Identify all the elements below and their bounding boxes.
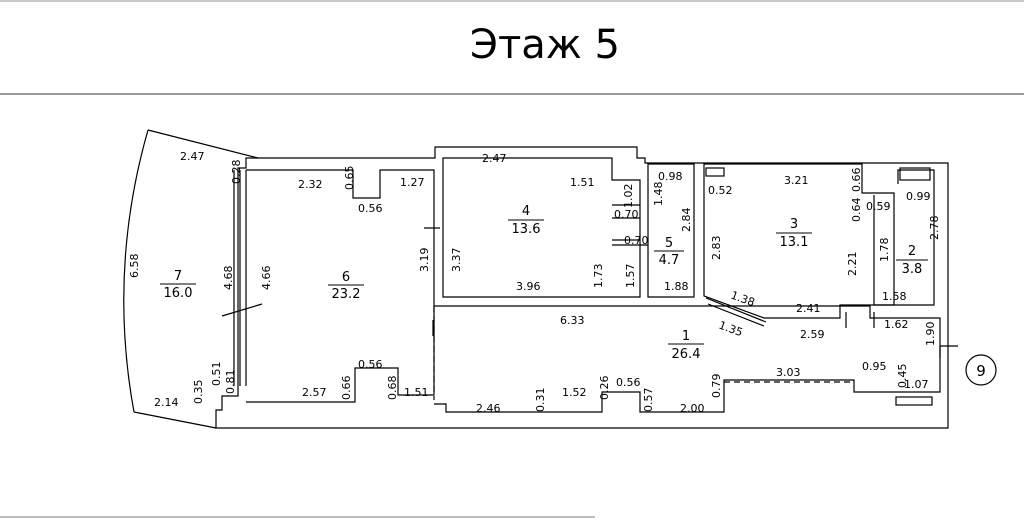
dimension-labels: 2.47 0.28 6.58 4.68 4.66 0.51 0.35 2.14 … — [128, 150, 941, 415]
balcony-glazing — [233, 170, 247, 386]
dim: 3.21 — [784, 174, 809, 187]
room-1-number: 1 — [682, 329, 690, 344]
room-3-window — [705, 297, 767, 327]
dim: 1.51 — [570, 176, 595, 189]
dim: 0.35 — [192, 380, 205, 405]
dim: 2.00 — [680, 402, 705, 415]
dim: 1.73 — [592, 264, 605, 289]
room-6-area: 23.2 — [332, 287, 361, 302]
dim: 0.66 — [850, 168, 863, 193]
dim: 0.26 — [598, 376, 611, 401]
dim: 0.52 — [708, 184, 733, 197]
room-7-outline — [123, 129, 259, 429]
dim: 1.35 — [717, 319, 744, 340]
room-labels: 7 16.0 6 23.2 4 13.6 5 4.7 3 13.1 2 3.8 … — [160, 204, 928, 362]
dim: 0.81 — [224, 370, 237, 395]
room-1-outline — [434, 305, 941, 413]
dim: 1.58 — [882, 290, 907, 303]
dim: 1.62 — [884, 318, 909, 331]
dim: 2.47 — [482, 152, 507, 165]
room-2-outline — [873, 169, 935, 306]
axis-marker-label: 9 — [976, 362, 986, 380]
dim: 6.58 — [128, 254, 141, 279]
dim: 2.84 — [680, 208, 693, 233]
dim: 2.41 — [796, 302, 821, 315]
header-bottom-border — [0, 93, 1024, 95]
dim: 0.79 — [710, 374, 723, 399]
page-title: Этаж 5 — [470, 22, 620, 68]
dim: 1.51 — [404, 386, 429, 399]
dim: 2.57 — [302, 386, 327, 399]
dim: 2.47 — [180, 150, 205, 163]
room-1-dashed — [433, 306, 852, 400]
dim: 0.45 — [896, 364, 909, 389]
dim: 3.03 — [776, 366, 801, 379]
dim: 0.56 — [358, 202, 383, 215]
header: Этаж 5 — [0, 0, 1024, 95]
dim: 1.07 — [904, 378, 929, 391]
room-5-number: 5 — [665, 236, 673, 251]
room-3-area: 13.1 — [780, 235, 809, 250]
room-2-area: 3.8 — [902, 262, 923, 277]
dim: 3.96 — [516, 280, 541, 293]
dim: 4.66 — [260, 266, 273, 291]
room-6-number: 6 — [342, 270, 350, 285]
dim: 1.88 — [664, 280, 689, 293]
dim: 0.57 — [642, 388, 655, 413]
room-3-outline — [703, 163, 895, 319]
room-4-number: 4 — [522, 204, 530, 219]
dim: 0.56 — [616, 376, 641, 389]
dim: 1.52 — [562, 386, 587, 399]
dim: 2.59 — [800, 328, 825, 341]
dim: 2.14 — [154, 396, 179, 409]
dim: 3.37 — [450, 248, 463, 273]
dim: 0.99 — [906, 190, 931, 203]
dim: 1.27 — [400, 176, 425, 189]
room-5-outline — [612, 163, 695, 298]
room-5-area: 4.7 — [659, 253, 680, 268]
dim: 2.21 — [846, 252, 859, 277]
dim: 3.19 — [418, 248, 431, 273]
axis-marker-circle — [965, 354, 997, 386]
room-4-closet — [612, 204, 640, 241]
dim: 0.70 — [624, 234, 649, 247]
dim: 1.90 — [924, 322, 937, 347]
dim: 2.83 — [710, 236, 723, 261]
room-7-area: 16.0 — [164, 286, 193, 301]
room-6-outline — [246, 169, 435, 403]
header-top-border — [0, 0, 1024, 2]
dim: 1.57 — [624, 264, 637, 289]
dim: 0.51 — [210, 362, 223, 387]
dim: 0.59 — [866, 200, 891, 213]
room-4-outline — [442, 157, 641, 298]
dim: 4.68 — [222, 266, 235, 291]
footer-border — [0, 516, 595, 518]
room-3-number: 3 — [790, 217, 798, 232]
dim: 0.31 — [534, 388, 547, 413]
dim: 0.70 — [614, 208, 639, 221]
outer-wall — [215, 146, 949, 429]
room-7-number: 7 — [174, 269, 182, 284]
dim: 0.28 — [230, 160, 243, 185]
dim: 0.68 — [386, 376, 399, 401]
room-2-number: 2 — [908, 244, 916, 259]
dim: 0.56 — [358, 358, 383, 371]
dim: 0.65 — [343, 166, 356, 191]
dim: 0.95 — [862, 360, 887, 373]
dim: 2.46 — [476, 402, 501, 415]
room-1-area: 26.4 — [672, 347, 701, 362]
dim: 2.78 — [928, 216, 941, 241]
dim: 0.98 — [658, 170, 683, 183]
dim: 1.78 — [878, 238, 891, 263]
dim: 6.33 — [560, 314, 585, 327]
dim: 1.02 — [622, 184, 635, 209]
dim: 0.66 — [340, 376, 353, 401]
room-4-area: 13.6 — [512, 222, 541, 237]
dim: 2.32 — [298, 178, 323, 191]
dim: 1.48 — [652, 182, 665, 207]
dim: 0.64 — [850, 198, 863, 223]
